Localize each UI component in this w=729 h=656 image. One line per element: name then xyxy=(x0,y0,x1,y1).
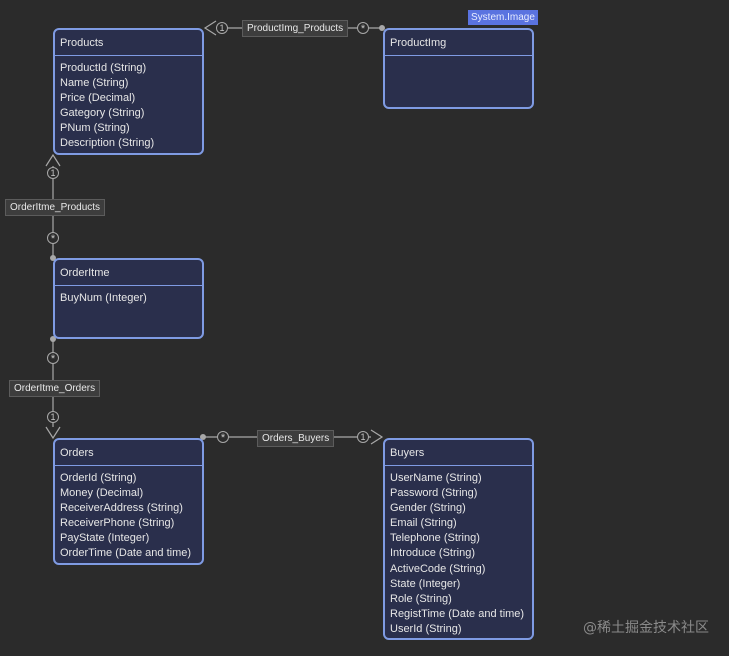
entity-property[interactable]: Email (String) xyxy=(390,517,457,530)
arrowhead-products-bottom xyxy=(45,153,61,167)
cardinality-many-orders: * xyxy=(217,431,229,444)
entity-property[interactable]: PNum (String) xyxy=(60,122,130,135)
entity-property[interactable]: Name (String) xyxy=(60,77,129,90)
entity-title: Orders xyxy=(55,440,202,466)
entity-buyers[interactable]: Buyers UserName (String) Password (Strin… xyxy=(383,438,534,640)
cardinality-one-products-bottom: 1 xyxy=(47,167,59,179)
cardinality-one-products: 1 xyxy=(216,22,228,34)
association-label-orders-buyers[interactable]: Orders_Buyers xyxy=(257,430,335,447)
entity-property[interactable]: Role (String) xyxy=(390,592,452,605)
entity-property[interactable]: RegistTime (Date and time) xyxy=(390,607,525,620)
entity-productimg[interactable]: ProductImg xyxy=(383,28,534,109)
entity-property[interactable]: Introduce (String) xyxy=(390,547,475,560)
cardinality-many-productimg: * xyxy=(357,22,369,35)
entity-title: OrderItme xyxy=(55,260,202,286)
association-label-orderitme-orders[interactable]: OrderItme_Orders xyxy=(9,380,101,397)
entity-property[interactable]: Gender (String) xyxy=(390,502,466,515)
entity-property[interactable]: Telephone (String) xyxy=(390,532,480,545)
entity-title: ProductImg xyxy=(385,30,532,56)
property-list: ProductId (String) Name (String) Price (… xyxy=(55,56,202,152)
entity-property[interactable]: ReceiverPhone (String) xyxy=(60,517,175,530)
entity-property[interactable]: PayState (Integer) xyxy=(60,532,150,545)
arrowhead-buyers-left xyxy=(370,429,384,445)
watermark: @稀土掘金技术社区 xyxy=(583,620,709,636)
entity-title: Products xyxy=(55,30,202,56)
entity-property[interactable]: Money (Decimal) xyxy=(60,487,144,500)
entity-title: Buyers xyxy=(385,440,532,466)
entity-property[interactable]: ActiveCode (String) xyxy=(390,562,486,575)
entity-property[interactable]: OrderId (String) xyxy=(60,472,137,484)
entity-property[interactable]: Description (String) xyxy=(60,137,155,150)
property-list: OrderId (String) Money (Decimal) Receive… xyxy=(55,466,202,562)
property-list: UserName (String) Password (String) Gend… xyxy=(385,466,532,637)
entity-property[interactable]: ProductId (String) xyxy=(60,62,147,74)
entity-property[interactable]: UserName (String) xyxy=(390,472,482,484)
entity-badge-system-image: System.Image xyxy=(468,10,538,25)
entity-property[interactable]: UserId (String) xyxy=(390,622,462,635)
entity-orderitme[interactable]: OrderItme BuyNum (Integer) xyxy=(53,258,204,339)
entity-property[interactable]: BuyNum (Integer) xyxy=(60,292,147,304)
cardinality-many-orderitme-bottom: * xyxy=(47,352,59,365)
arrowhead-products-right xyxy=(203,20,217,36)
entity-property[interactable]: Gategory (String) xyxy=(60,107,145,120)
entity-property[interactable]: State (Integer) xyxy=(390,577,461,590)
association-label-orderitme-products[interactable]: OrderItme_Products xyxy=(5,199,106,216)
entity-property[interactable]: Password (String) xyxy=(390,487,478,500)
entity-property[interactable]: ReceiverAddress (String) xyxy=(60,502,183,515)
entity-property[interactable]: Price (Decimal) xyxy=(60,92,136,105)
arrowhead-orders-top xyxy=(45,426,61,440)
entity-orders[interactable]: Orders OrderId (String) Money (Decimal) … xyxy=(53,438,204,565)
property-list: BuyNum (Integer) xyxy=(55,286,202,306)
cardinality-one-orders: 1 xyxy=(47,411,59,423)
property-list xyxy=(385,56,532,61)
cardinality-one-buyers: 1 xyxy=(357,431,369,443)
entity-property[interactable]: OrderTime (Date and time) xyxy=(60,547,192,560)
cardinality-many-orderitme-top: * xyxy=(47,232,59,245)
association-label-productimg-products[interactable]: ProductImg_Products xyxy=(242,20,349,37)
entity-products[interactable]: Products ProductId (String) Name (String… xyxy=(53,28,204,155)
